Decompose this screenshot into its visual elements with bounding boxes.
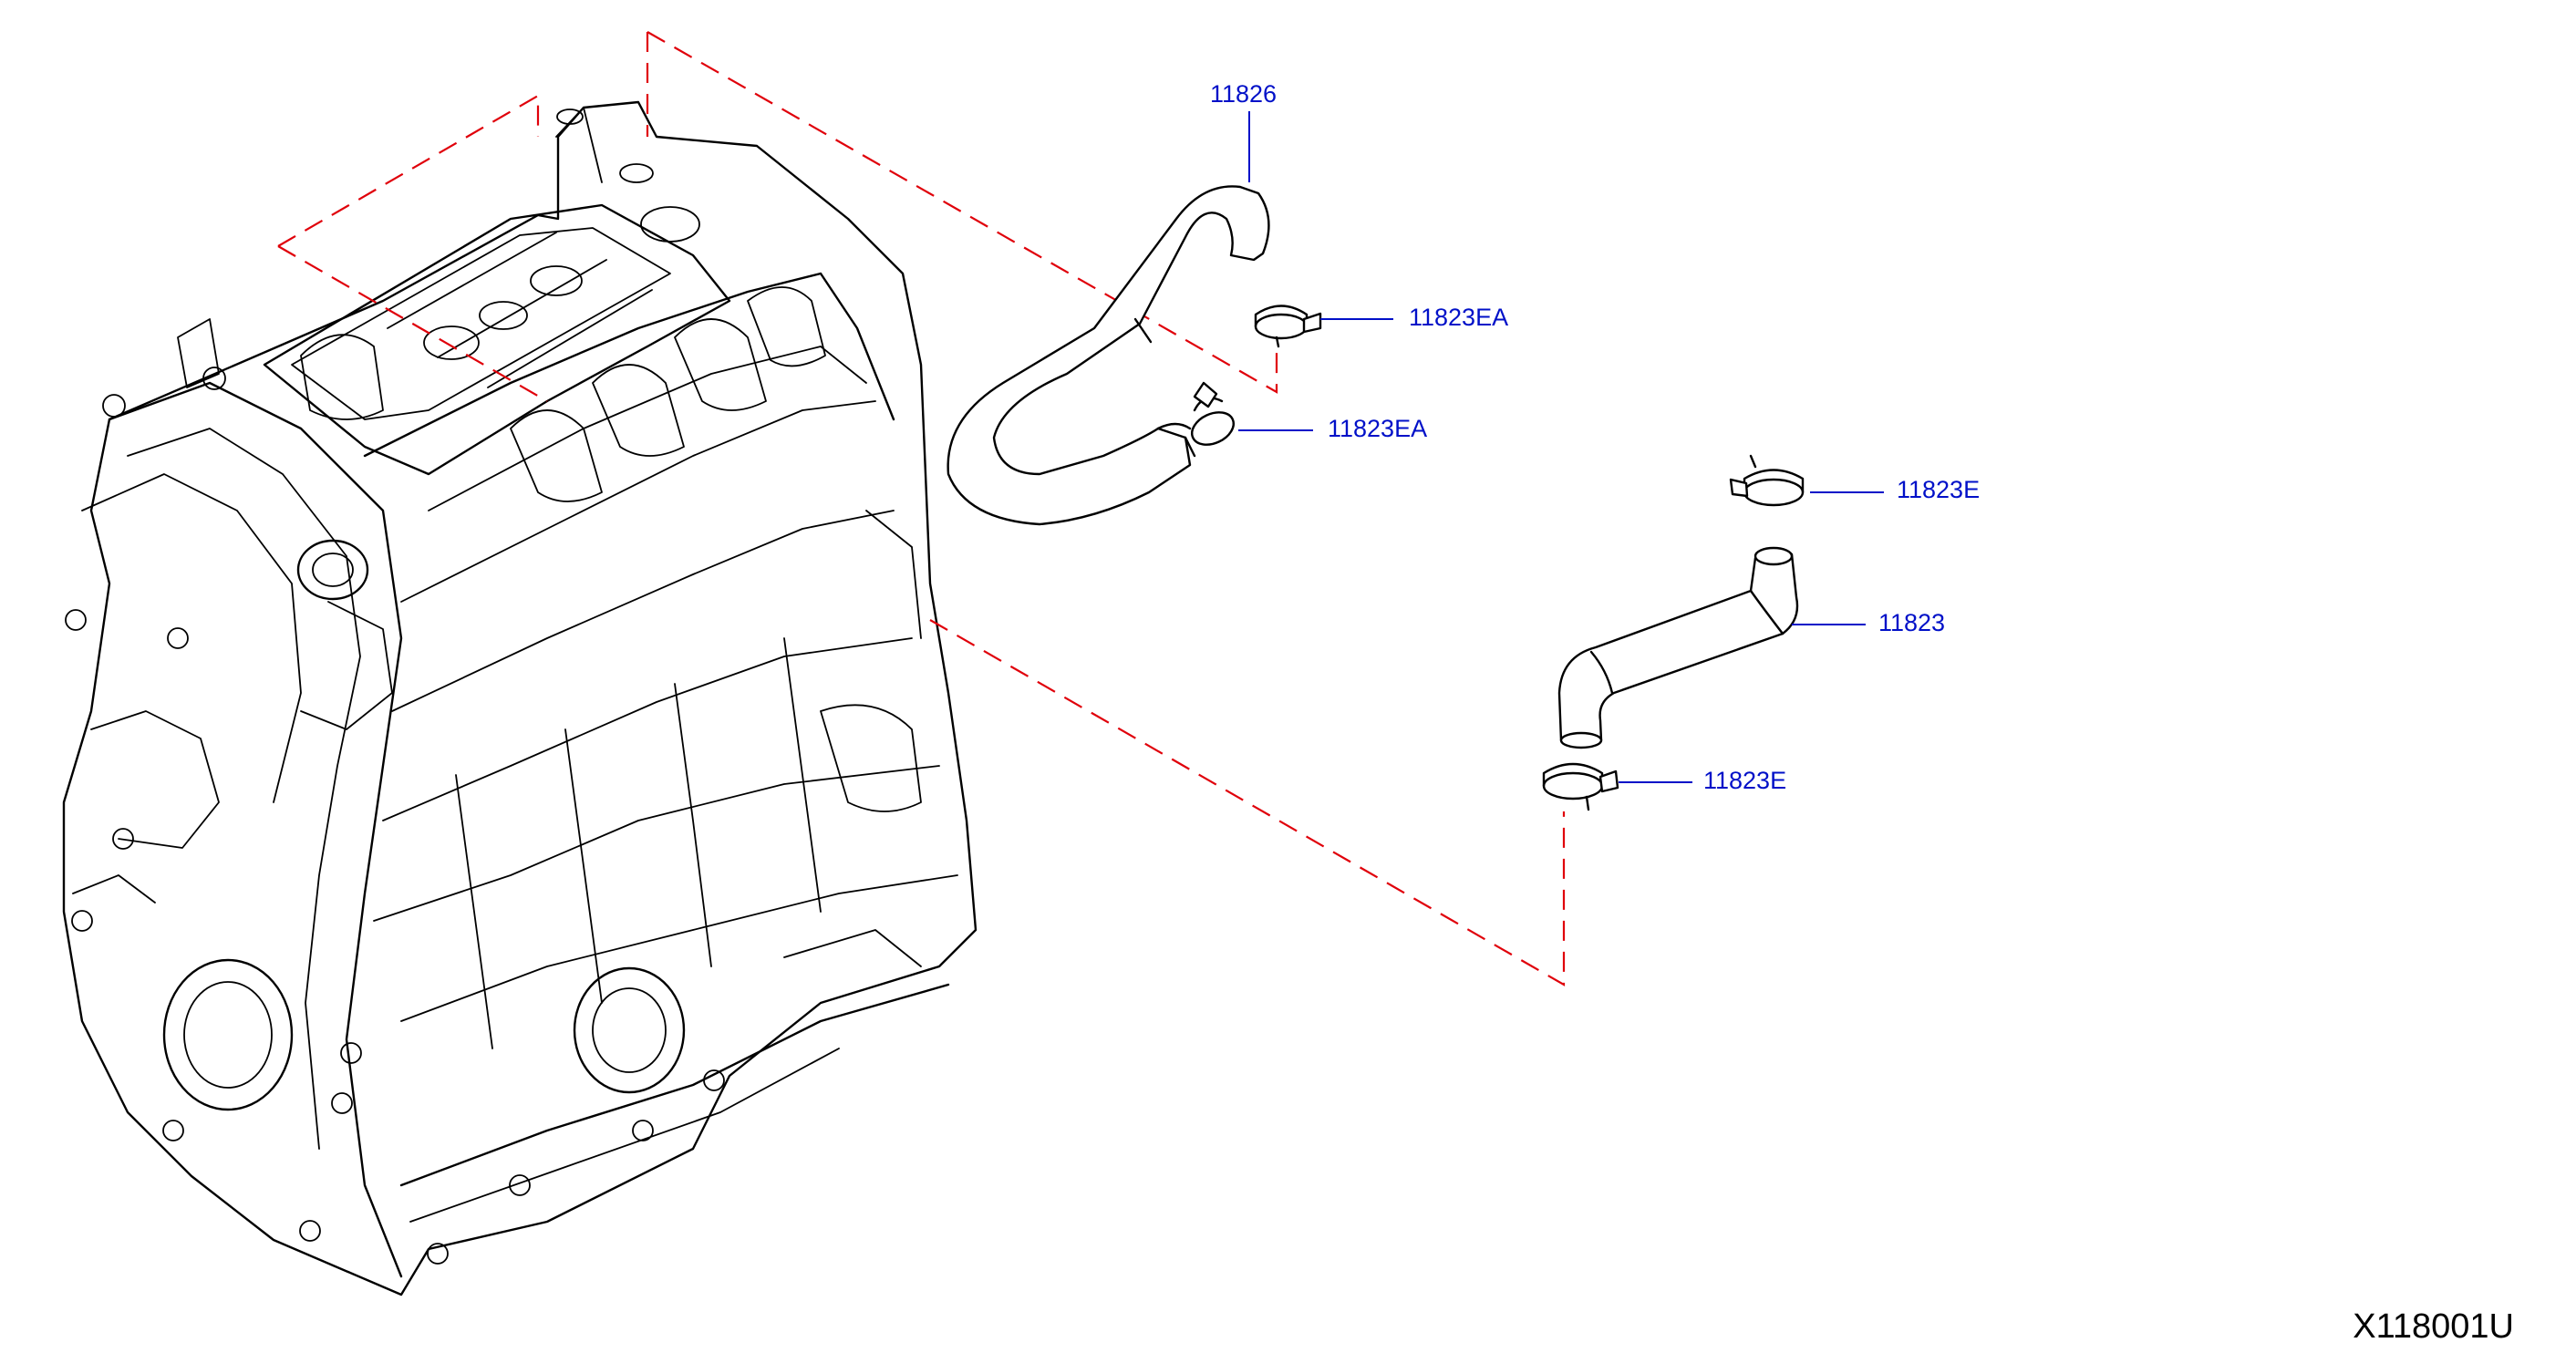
callout-11823e-lower: 11823E	[1703, 767, 1787, 794]
clamp-11823ea-upper-illustration	[1254, 305, 1322, 348]
callout-11823ea-upper: 11823EA	[1409, 304, 1509, 331]
callout-leaders	[1238, 111, 1884, 783]
callout-11823: 11823	[1878, 609, 1946, 636]
engine-assembly-illustration	[62, 100, 978, 1296]
clamp-11823e-lower-illustration	[1542, 762, 1619, 811]
callout-11826: 11826	[1210, 80, 1278, 108]
assembly-guide-lines	[277, 31, 1566, 986]
callout-11823ea-lower: 11823EA	[1328, 415, 1428, 442]
diagram-id-label: X118001U	[2353, 1307, 2514, 1346]
clamp-11823ea-lower-illustration	[1191, 381, 1235, 446]
hose-11823-illustration	[1557, 546, 1799, 749]
clamp-11823e-upper-illustration	[1729, 454, 1805, 507]
hose-11826-illustration	[947, 185, 1270, 526]
callout-11823e-upper: 11823E	[1897, 476, 1981, 503]
